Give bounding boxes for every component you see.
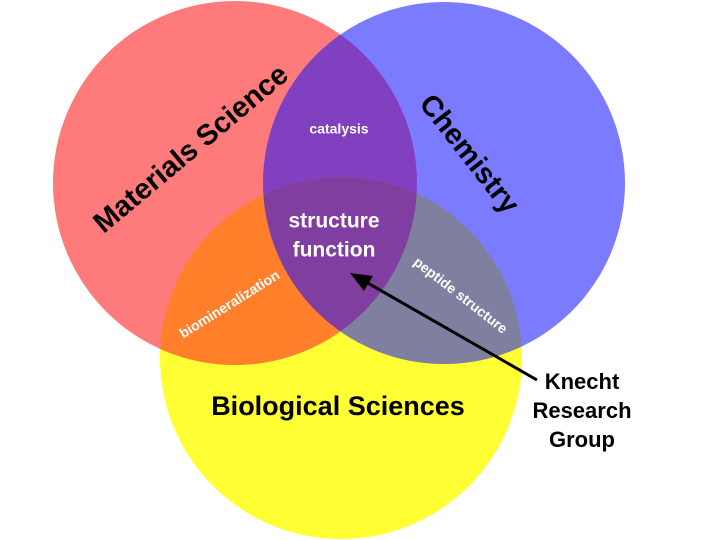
biological-sciences-label: Biological Sciences xyxy=(211,391,465,421)
callout-arrowhead xyxy=(350,273,373,291)
catalysis-label: catalysis xyxy=(309,121,368,137)
callout-line-group: Group xyxy=(549,427,615,452)
callout-line-research: Research xyxy=(532,398,631,423)
structure-label: structure xyxy=(288,210,379,233)
callout-line-knecht: Knecht xyxy=(545,369,620,394)
function-label: function xyxy=(293,239,376,262)
callout-arrow-line xyxy=(365,280,538,382)
